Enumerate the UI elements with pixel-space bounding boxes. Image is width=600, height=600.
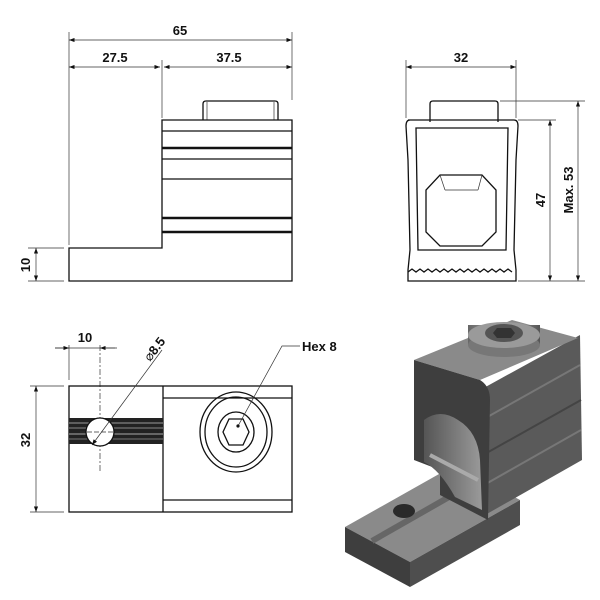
dimension-base-offset: 27.5 <box>102 50 127 65</box>
dimension-hole-diameter: ⌀8.5 <box>141 334 169 364</box>
hex-screw-top <box>199 391 273 473</box>
isometric-view <box>345 320 582 587</box>
dimension-depth: 32 <box>18 433 33 447</box>
dimension-hole-offset: 10 <box>78 330 92 345</box>
top-view: 10 ⌀8.5 Hex 8 32 <box>18 330 337 513</box>
dimension-max-height: Max. 53 <box>561 167 576 214</box>
dimension-overall-width: 65 <box>173 23 187 38</box>
dimension-body-height: 47 <box>533 193 548 207</box>
dimension-body-width: 37.5 <box>216 50 241 65</box>
serration-strip <box>69 418 163 444</box>
dimension-side-width: 32 <box>454 50 468 65</box>
hex-size-label: Hex 8 <box>302 339 337 354</box>
side-view: 32 47 Max. 53 <box>405 50 585 282</box>
front-view: 65 27.5 37.5 10 <box>18 23 293 282</box>
dimension-base-height: 10 <box>18 258 33 272</box>
